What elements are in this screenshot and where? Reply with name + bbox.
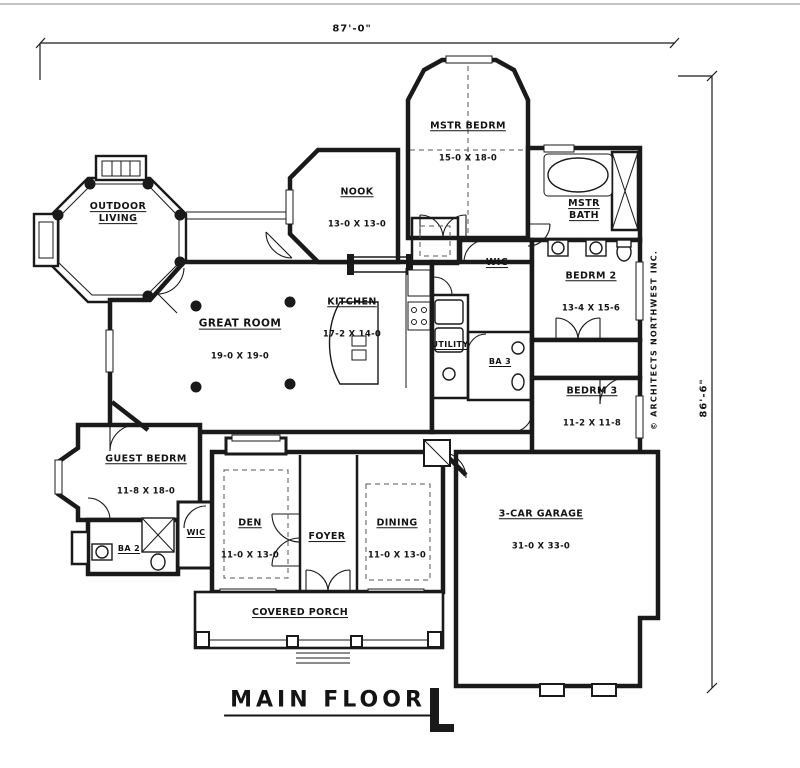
covered-porch-structure [193,590,445,664]
garage-pier-1 [539,683,565,697]
porch-post-2 [286,635,299,648]
wall-den-foyer-dining [209,449,446,595]
door-utility [433,276,453,296]
dining-tray [365,483,431,581]
interior-walls [298,150,640,592]
dimension-width-label: 87'-0" [332,23,372,35]
wall-hall2 [529,337,643,381]
door-foyer-double [305,569,351,593]
garage-pier-2 [591,683,617,697]
door-mbath [527,223,551,247]
wall-ba2-bay [70,530,90,566]
washer [434,299,464,325]
master-tub [547,157,609,193]
wall-nook [287,147,401,265]
door-wic-master [463,239,487,263]
door-nook-side [265,231,293,259]
garage-trim [423,439,617,732]
door-bedrm2-double [555,317,601,341]
window-master-bay [445,55,493,64]
window-nook-left [285,189,294,225]
den-tray [223,469,289,579]
ba3-room [466,330,534,402]
dimension-height-label: 86'-6" [698,378,710,418]
window-bedrm2 [635,261,644,321]
door-ba2 [87,497,111,521]
wall-bedrm3 [529,375,643,455]
copyright-text: © ARCHITECTS NORTHWEST INC. [649,249,659,431]
kitchen-fridge [407,269,431,297]
ba3-sink [511,341,525,355]
door-ba3 [467,333,487,353]
window-den-bump [231,434,281,442]
door-wic-guest [183,505,207,529]
kitchen-range [407,301,431,331]
island-sink-2 [351,349,367,361]
dimension-lines [35,37,718,694]
drawing-title: MAIN FLOOR [224,688,432,717]
structural-posts [52,178,296,393]
window-greatroom-west [105,329,114,373]
door-hall [511,411,533,433]
ba2-toilet [150,553,166,571]
master-sink-2 [589,241,603,255]
window-mbath [543,144,575,153]
utility-sink [442,367,456,381]
door-outdoor-living [157,267,185,295]
wall-garage [453,449,661,689]
door-den-french [271,513,301,567]
door-master-double [419,214,467,239]
fixtures [91,153,632,571]
porch-post-3 [350,635,363,648]
pantry-dash [419,225,451,257]
ba3-toilet [511,373,525,391]
doors [87,214,627,593]
ba2-sink [95,545,109,559]
pantry-closet [410,216,460,266]
window-guest-bay [54,459,63,495]
corner-mark-h [430,724,454,732]
porch-post-4 [427,631,442,648]
porch-outline [193,590,445,650]
wall-greatroom-corner-diagonal [110,400,150,432]
island-sink-1 [351,335,367,347]
master-sink-1 [551,241,565,255]
wall-wic-guest [176,500,214,570]
corner-mark-v [430,688,439,732]
outdoor-fireplace-box [38,221,54,259]
wall-guest-bedrm [55,422,203,523]
wall-central-block [107,259,435,435]
porch-post-1 [195,631,210,648]
dashed-features [223,66,526,581]
window-bedrm3 [635,395,644,439]
dryer [434,327,464,353]
